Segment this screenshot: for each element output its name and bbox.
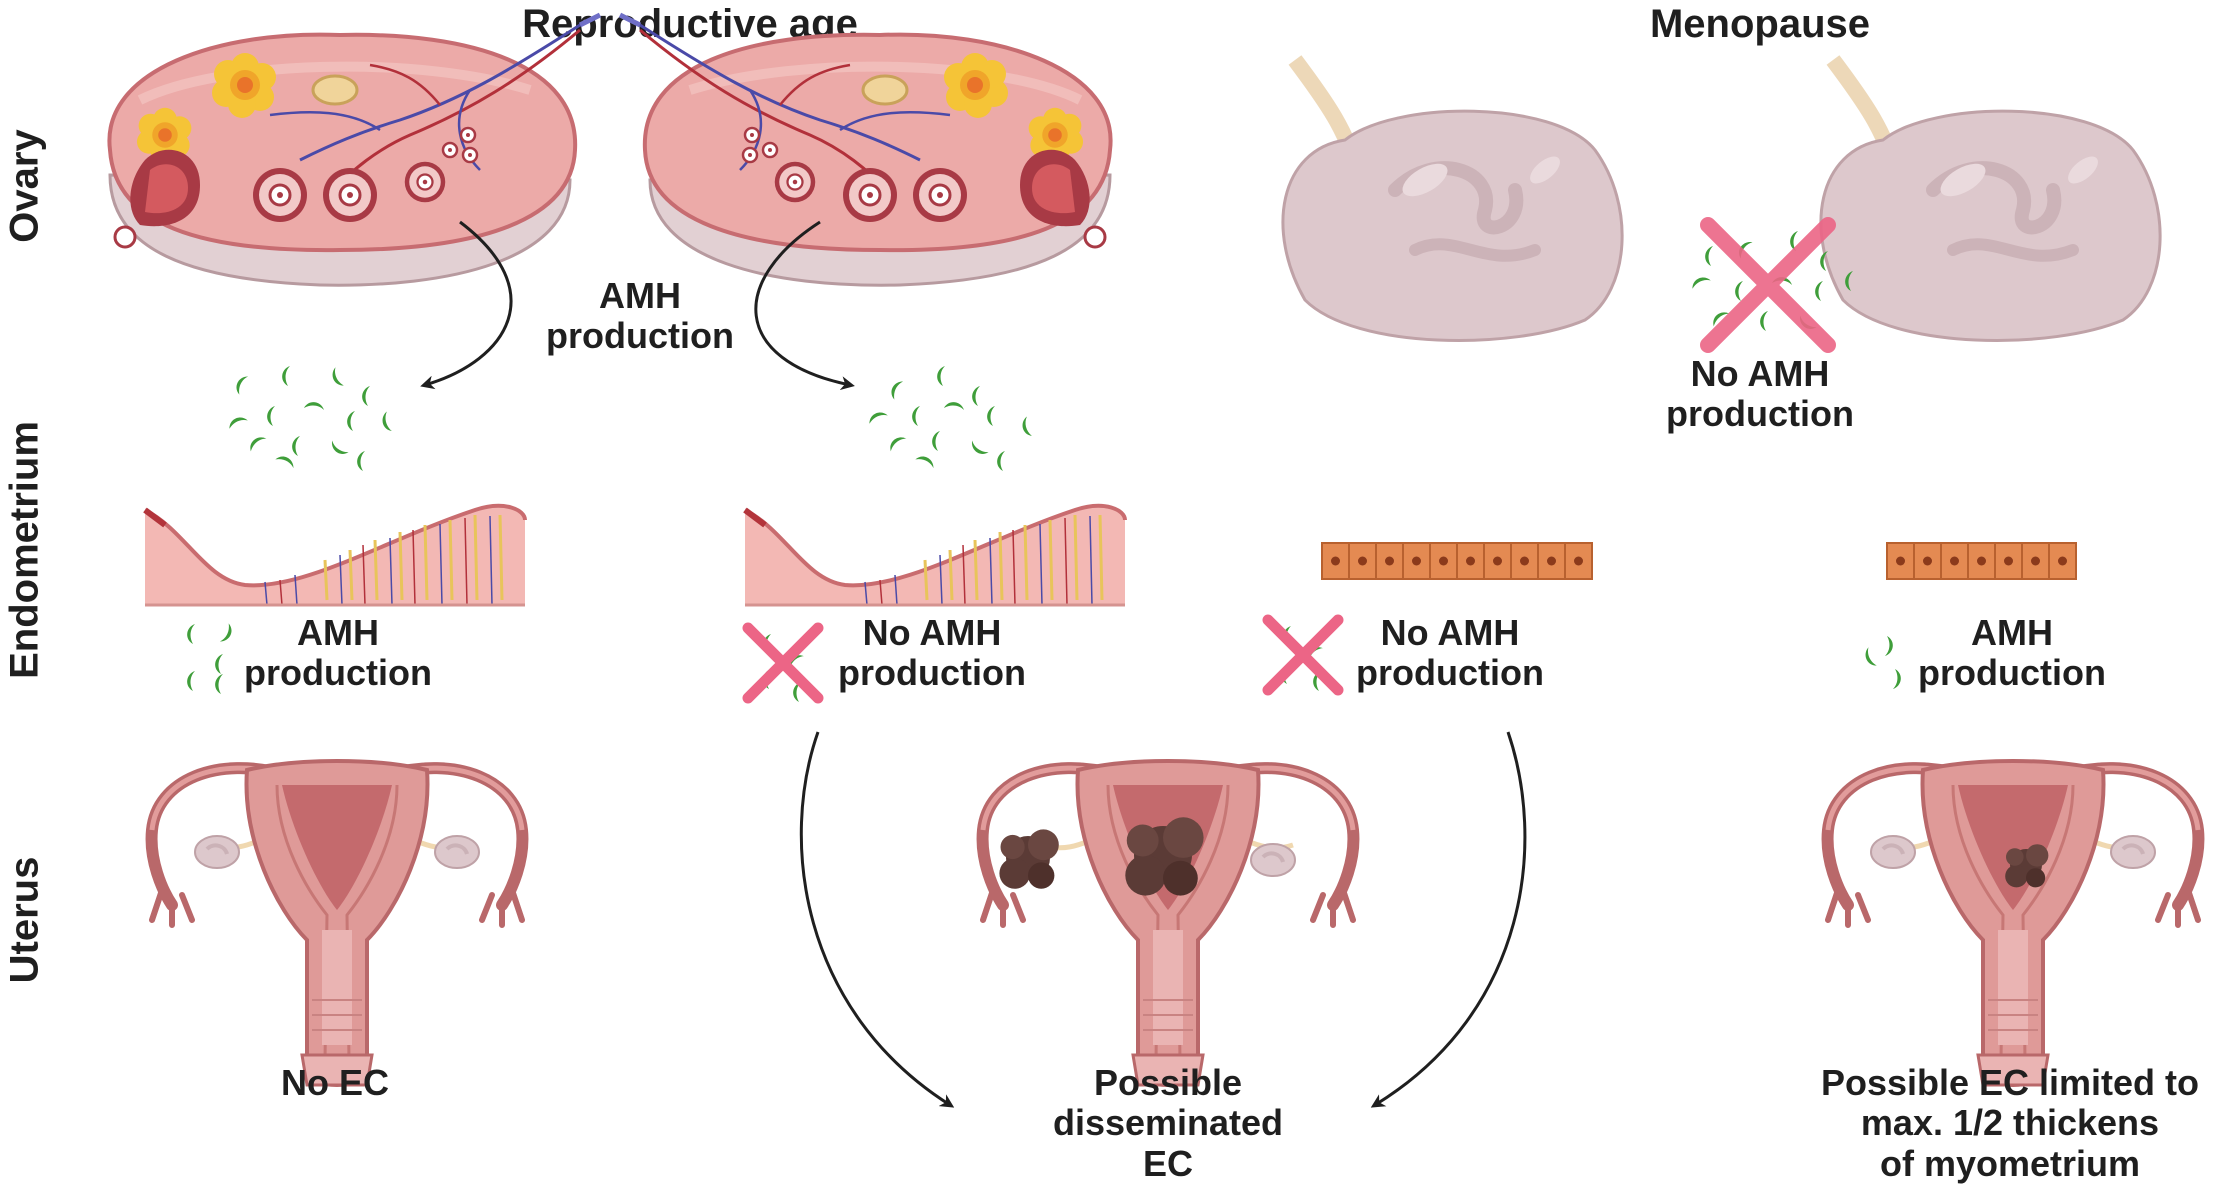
uterus-no-ec [152, 761, 523, 1085]
endometrium-atrophic-right [1886, 542, 2077, 580]
ovary-reproductive-right [620, 15, 1111, 285]
ovary-menopause-left [1283, 60, 1622, 340]
endometrium-proliferative-left [145, 506, 525, 605]
ovary-reproductive-left [109, 15, 600, 285]
endometrium-atrophic-left [1321, 542, 1593, 580]
arrow-ovary-to-amh-left [420, 220, 513, 390]
label-menopause-no-amh: No AMH production [1666, 353, 1854, 435]
header-menopause: Menopause [1649, 2, 1871, 46]
endo-amh-icon-2-crossed [748, 628, 818, 702]
uterus-limited-ec [1828, 761, 2199, 1085]
outcome-possible-disseminated-ec: Possible disseminated EC [1052, 1062, 1284, 1184]
label-endometrium-amh-1: AMH production [244, 612, 432, 694]
amh-cluster-left [226, 366, 394, 471]
amh-cluster-crossed-menopause [1689, 217, 1853, 353]
label-endometrium-amh-4: AMH production [1918, 612, 2106, 694]
endo-amh-icon-3-crossed [1268, 620, 1338, 691]
label-endometrium-no-amh-3: No AMH production [1356, 612, 1544, 694]
arrow-to-disseminated-left [799, 731, 955, 1108]
uterus-disseminated-ec [983, 761, 1354, 1085]
outcome-possible-limited-ec: Possible EC limited to max. 1/2 thickens… [1820, 1062, 2200, 1184]
endometrium-proliferative-right [745, 506, 1125, 605]
outcome-no-ec: No EC [281, 1062, 389, 1103]
amh-cluster-right [866, 366, 1034, 471]
endo-amh-icon-4 [1861, 636, 1901, 689]
arrow-ovary-to-amh-right [754, 220, 855, 391]
label-endometrium-no-amh-2: No AMH production [838, 612, 1026, 694]
label-center-amh-production: AMH production [546, 275, 734, 357]
ovary-menopause-right [1821, 60, 2160, 340]
arrow-to-disseminated-right [1370, 731, 1527, 1108]
